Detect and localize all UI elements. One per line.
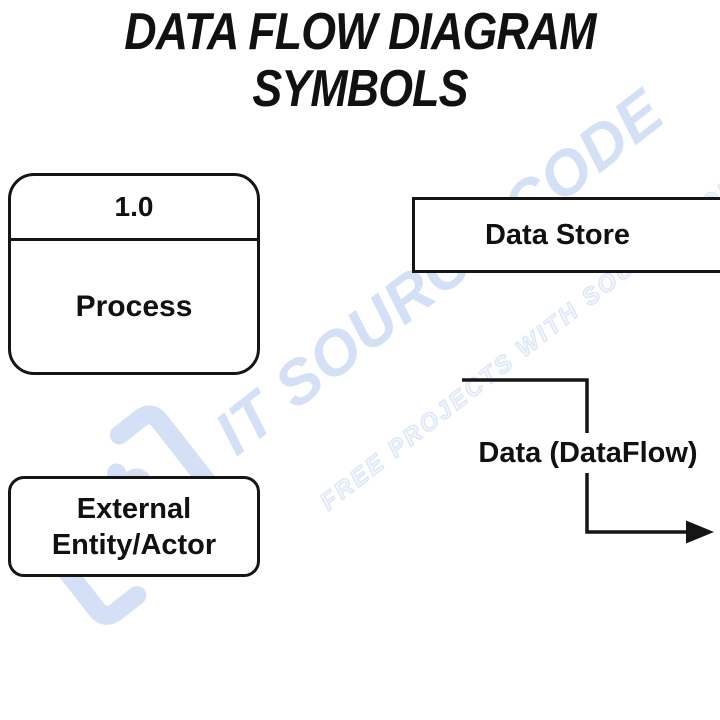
process-label: Process <box>75 289 193 323</box>
process-box: 1.0 Process <box>8 173 260 375</box>
data-store-box: Data Store <box>412 197 720 273</box>
data-flow-label: Data (DataFlow) <box>470 433 706 473</box>
data-store-label: Data Store <box>484 218 631 251</box>
page-title-line2: SYMBOLS <box>252 60 468 119</box>
process-id: 1.0 <box>11 176 257 241</box>
page-title: DATA FLOW DIAGRAM SYMBOLS <box>50 3 669 119</box>
data-flow-label-text: Data (DataFlow) <box>478 436 698 469</box>
arrowhead-icon <box>686 520 714 544</box>
page-title-line1: DATA FLOW DIAGRAM <box>124 3 596 61</box>
